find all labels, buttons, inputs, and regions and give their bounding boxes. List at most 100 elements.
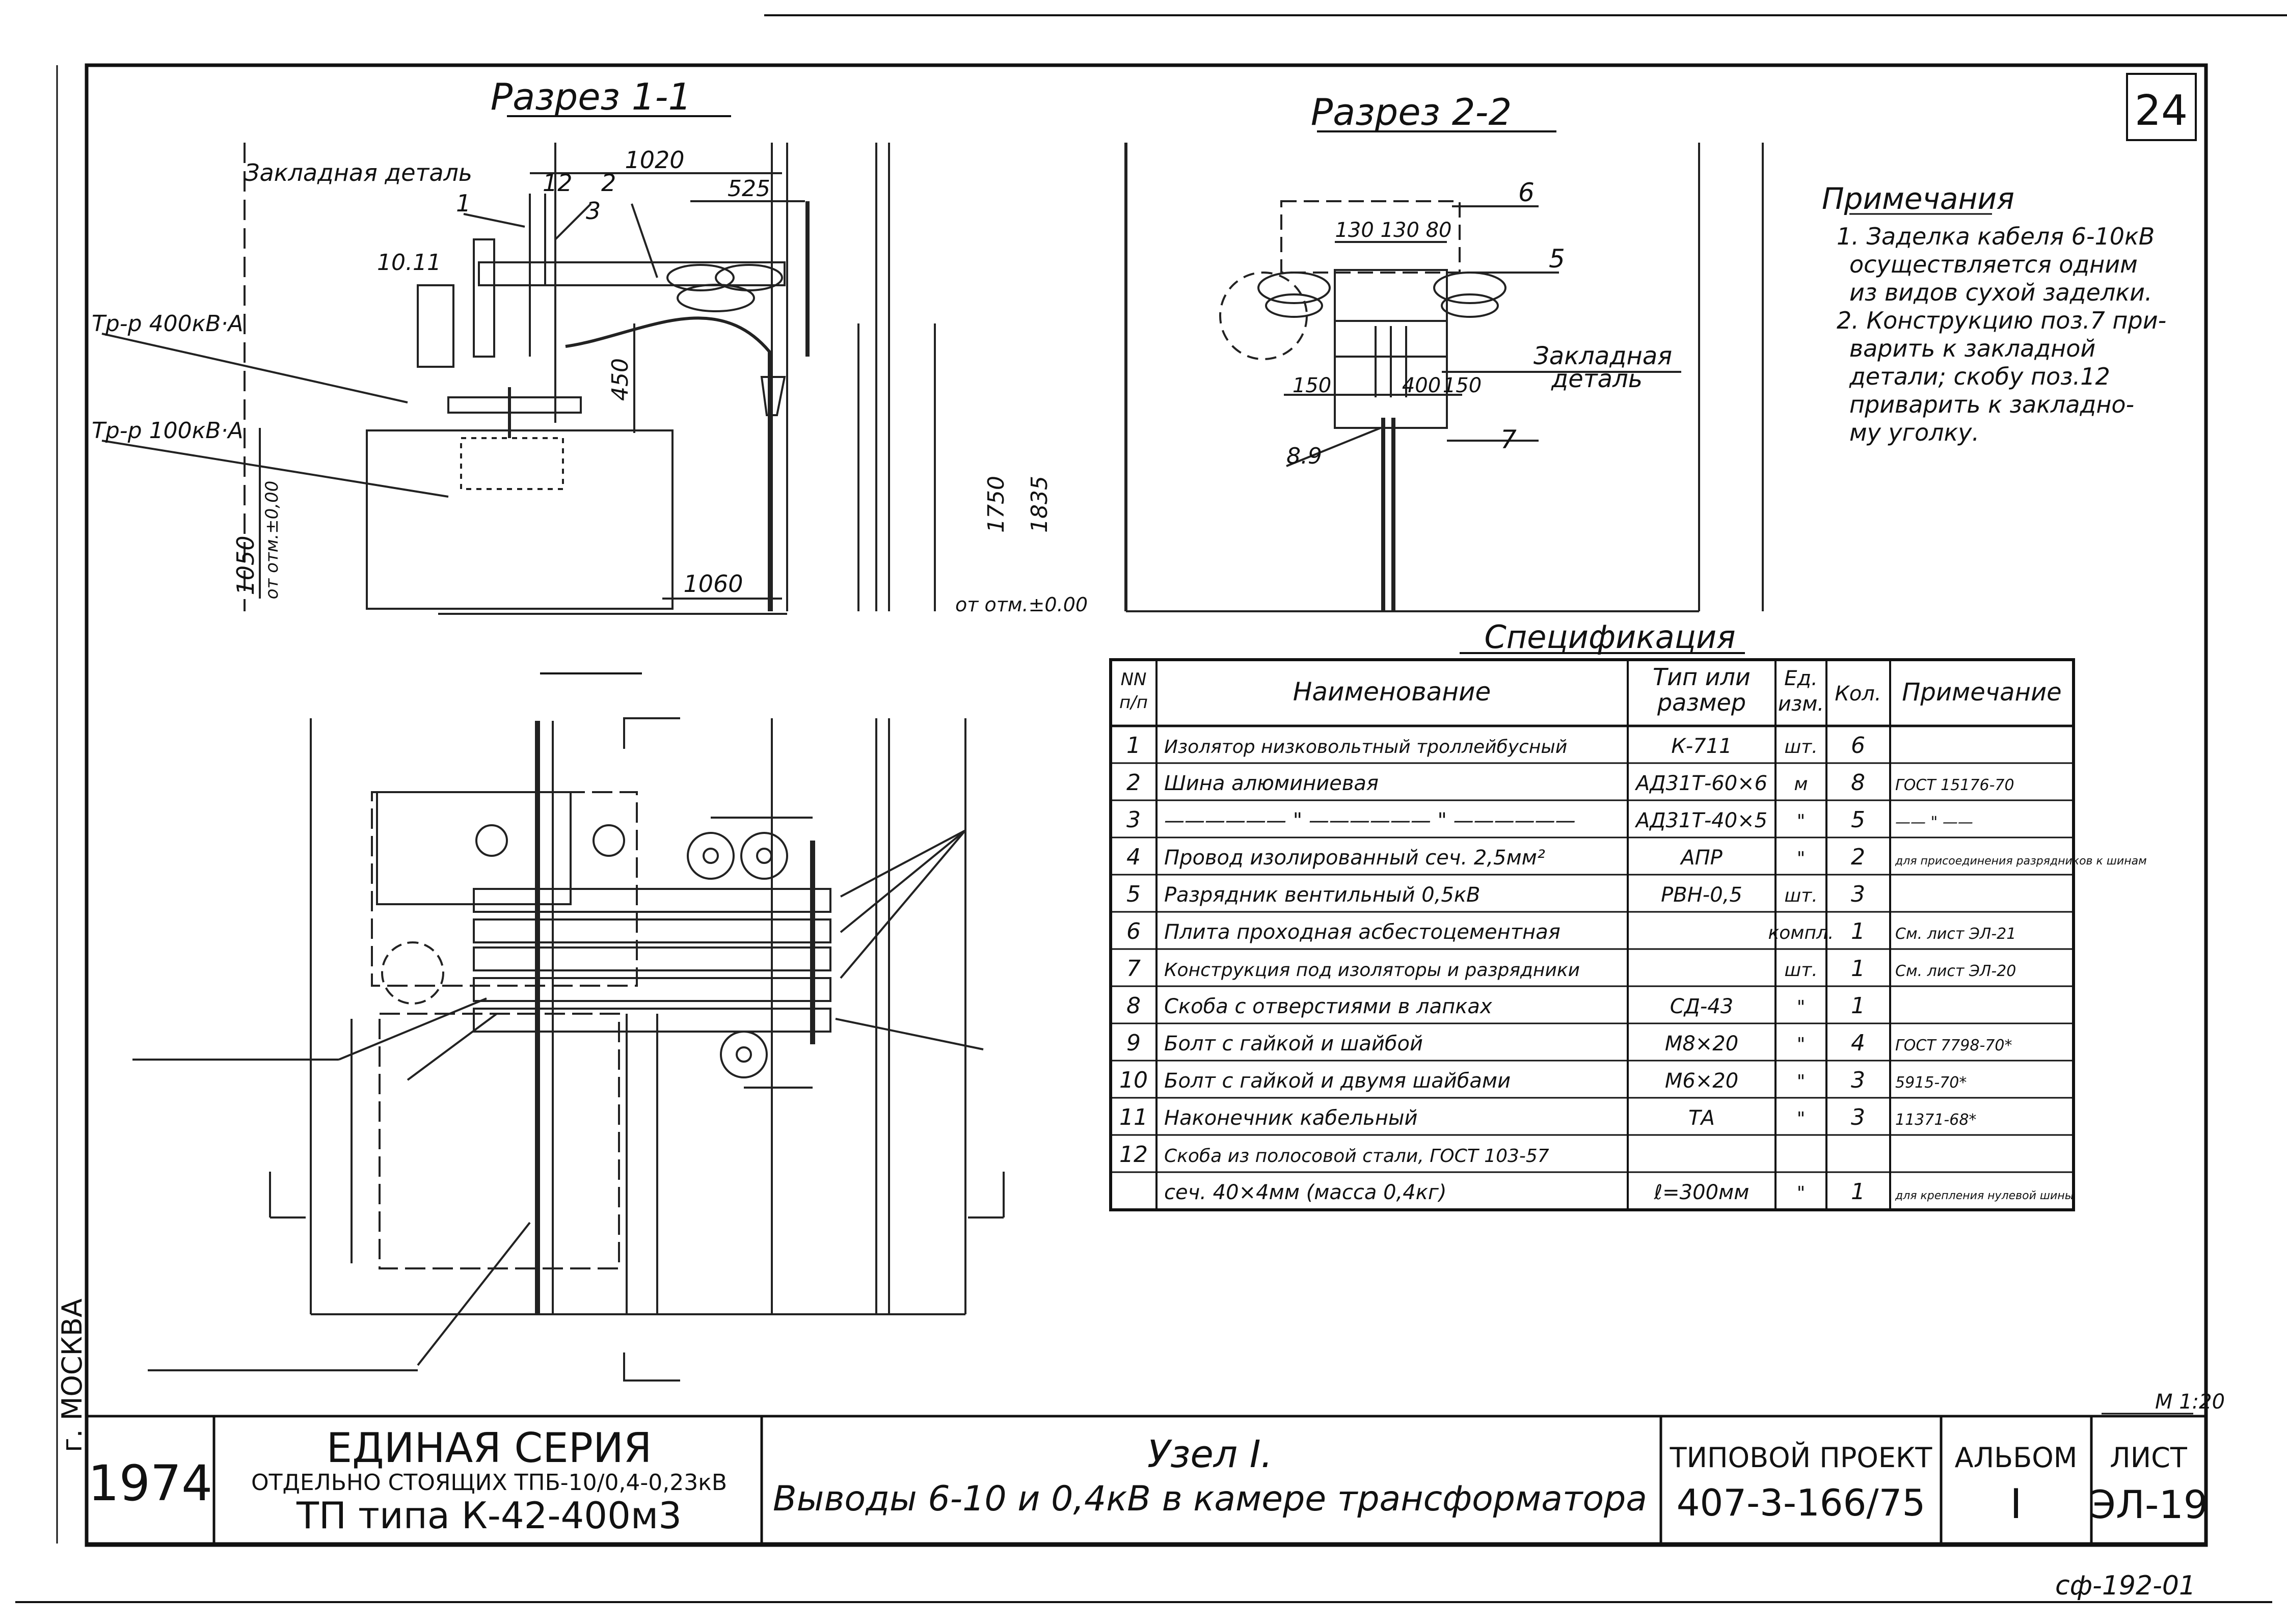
note-line-5: варить к закладной: [1849, 335, 2095, 362]
label-tr-400: Тр-р 400кВ·А: [92, 311, 243, 337]
section-2-2: Разрез 2-2: [1124, 91, 1764, 612]
spec-cell-note: для крепления нулевой шины: [1895, 1189, 2074, 1202]
note-line-4: 2. Конструкцию поз.7 при-: [1837, 307, 2166, 334]
album-label: АЛЬБОМ: [1955, 1442, 2078, 1474]
bottom-code: сф-192-01: [2055, 1571, 2196, 1601]
title-block: 1974 ЕДИНАЯ СЕРИЯ ОТДЕЛЬНО СТОЯЩИХ ТПБ-1…: [56, 1298, 2208, 1545]
dim-150-right: 150: [1443, 374, 1482, 397]
spec-cell-name: Скоба из полосовой стали, ГОСТ 103-57: [1164, 1146, 1549, 1167]
spec-cell-n: 5: [1126, 881, 1141, 907]
note-line-7: приварить к закладно-: [1849, 391, 2134, 418]
spec-cell-n: 6: [1126, 918, 1141, 944]
spec-header-note: Примечание: [1902, 678, 2061, 707]
project-value: 407-3-166/75: [1677, 1481, 1926, 1524]
spec-cell-name: Конструкция под изоляторы и разрядники: [1164, 960, 1580, 981]
series-line-1: ЕДИНАЯ СЕРИЯ: [327, 1424, 652, 1472]
spec-cell-note: для присоединения разрядников к шинам: [1895, 855, 2147, 868]
spec-cell-unit: шт.: [1784, 960, 1817, 981]
spec-cell-unit: ": [1797, 1183, 1806, 1204]
sheet-label: ЛИСТ: [2110, 1442, 2188, 1474]
spec-cell-qty: 3: [1851, 1104, 1865, 1130]
spec-cell-n: 4: [1126, 844, 1141, 870]
pos-8-9: 8.9: [1286, 443, 1322, 469]
spec-cell-name: Болт с гайкой и шайбой: [1164, 1032, 1423, 1055]
spec-cell-qty: 1: [1851, 993, 1865, 1019]
spec-cell-qty: 3: [1851, 881, 1865, 907]
spec-cell-unit: ": [1797, 997, 1806, 1018]
node-title: Узел I.: [1147, 1432, 1273, 1476]
dim-150-left: 150: [1293, 374, 1331, 397]
spec-cell-note: 5915-70*: [1895, 1074, 1967, 1092]
from-mark-bottom: от отм.±0.00: [955, 593, 1088, 616]
spec-cell-qty: 1: [1851, 918, 1865, 944]
node-description: Выводы 6-10 и 0,4кВ в камере трансформат…: [773, 1479, 1647, 1519]
spec-cell-unit: ": [1797, 811, 1806, 832]
note-line-2: осуществляется одним: [1849, 251, 2138, 278]
spec-cell-qty: 2: [1851, 844, 1865, 870]
spec-cell-name: Скоба с отверстиями в лапках: [1164, 995, 1492, 1018]
embedded-detail-2b: деталь: [1551, 365, 1643, 393]
dim-1020: 1020: [625, 146, 684, 174]
spec-cell-name: Шина алюминиевая: [1164, 772, 1379, 795]
spec-cell-note: См. лист ЭЛ-21: [1895, 925, 2016, 943]
spec-cell-type: АД31Т-60×6: [1634, 772, 1767, 795]
section-1-1: Разрез 1-1: [92, 75, 1088, 616]
section-2-2-title: Разрез 2-2: [1311, 91, 1512, 133]
spec-cell-unit: компл.: [1768, 923, 1834, 943]
notes: Примечания 1. Заделка кабеля 6-10кВ осущ…: [1822, 181, 2166, 446]
pos-12: 12: [543, 169, 573, 197]
pos-7: 7: [1500, 425, 1517, 454]
spec-row-lines: [1111, 762, 2074, 1173]
spec-cell-name: Изолятор низковольтный троллейбусный: [1164, 737, 1567, 757]
pos-2: 2: [601, 169, 616, 197]
spec-cell-name: Плита проходная асбестоцементная: [1164, 921, 1560, 944]
spec-header-num-1: NN: [1121, 669, 1147, 690]
spec-cell-name: Наконечник кабельный: [1164, 1106, 1417, 1130]
spec-cell-name: Провод изолированный сеч. 2,5мм²: [1164, 846, 1545, 870]
spec-cell-unit: ": [1797, 848, 1806, 869]
year: 1974: [88, 1455, 212, 1512]
spec-cell-qty: 4: [1851, 1030, 1865, 1056]
spec-cell-note: —— " ——: [1895, 814, 1973, 831]
spec-header-num-2: п/п: [1119, 692, 1148, 713]
pos-3: 3: [586, 197, 601, 225]
side-city: г. МОСКВА: [56, 1298, 88, 1452]
sheet-number: 24: [2135, 87, 2188, 135]
spec-cell-type: К-711: [1671, 735, 1732, 758]
spec-cell-n: 11: [1119, 1104, 1148, 1130]
spec-header-unit-2: изм.: [1778, 692, 1824, 716]
spec-cell-type: АПР: [1679, 846, 1723, 870]
album-value: I: [2010, 1480, 2022, 1528]
note-line-3: из видов сухой заделки.: [1849, 279, 2153, 306]
dim-400: 400: [1402, 374, 1441, 397]
embedded-detail-2a: Закладная: [1533, 342, 1672, 370]
spec-cell-n: 2: [1126, 770, 1141, 796]
spec-cell-unit: шт.: [1784, 737, 1817, 757]
spec-cell-n: 1: [1126, 733, 1141, 759]
spec-cell-qty: 1: [1851, 1179, 1865, 1205]
dims-top: 130 130 80: [1335, 219, 1451, 242]
pos-5: 5: [1549, 244, 1565, 274]
spec-header-unit-1: Ед.: [1784, 667, 1818, 690]
spec-header-type-2: размер: [1657, 689, 1746, 716]
dim-1835: 1835: [1027, 476, 1053, 533]
spec-cell-n: 9: [1126, 1030, 1141, 1056]
spec-cell-unit: шт.: [1784, 885, 1817, 906]
spec-cell-name: сеч. 40×4мм (масса 0,4кг): [1164, 1181, 1447, 1204]
label-tr-100: Тр-р 100кВ·А: [92, 418, 243, 444]
spec-cell-type: ℓ=300мм: [1654, 1181, 1750, 1204]
spec-cell-n: 10: [1119, 1067, 1148, 1093]
spec-cell-n: 3: [1126, 807, 1141, 833]
label-embedded-detail-1: Закладная деталь: [245, 159, 472, 186]
pos-6: 6: [1518, 178, 1535, 207]
pos-10-11: 10.11: [377, 250, 441, 276]
sheet-value: ЭЛ-19: [2089, 1482, 2208, 1527]
sheet-frame: [15, 14, 2287, 1603]
scale-label: М 1:20: [2155, 1390, 2225, 1414]
spec-cell-unit: ": [1797, 1034, 1806, 1055]
spec-cell-note: ГОСТ 7798-70*: [1895, 1037, 2012, 1054]
spec-cell-type: СД-43: [1670, 995, 1734, 1018]
plan-view: [132, 672, 1005, 1382]
dim-1060: 1060: [683, 570, 743, 598]
